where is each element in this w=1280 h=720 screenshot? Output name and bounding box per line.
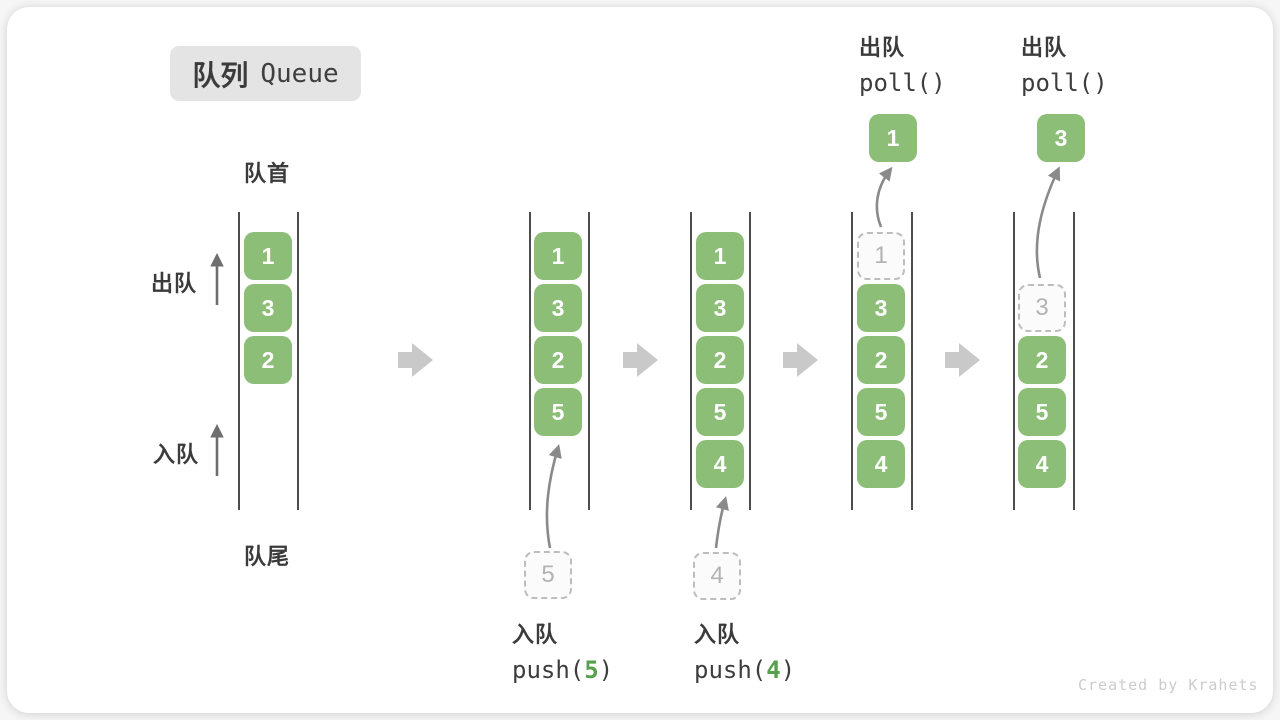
label-queue-front: 队首	[244, 161, 291, 186]
queue-cell: 2	[857, 336, 905, 384]
op-code: poll()	[1021, 69, 1108, 97]
pending-cell: 5	[524, 551, 572, 599]
queue-cell: 1	[534, 232, 582, 280]
pending-cell: 4	[693, 552, 741, 600]
label-queue-rear: 队尾	[244, 544, 291, 569]
code-post: )	[780, 656, 796, 684]
title-badge: 队列 Queue	[170, 46, 361, 101]
queue-cell: 3	[534, 284, 582, 332]
queue-cell: 4	[696, 440, 744, 488]
rail	[297, 212, 299, 510]
rail	[749, 212, 751, 510]
queue-cell: 1	[696, 232, 744, 280]
rail	[851, 212, 853, 510]
op-poll-2: 出队 poll()	[1021, 30, 1108, 97]
rail	[238, 212, 240, 510]
code-pre: push(	[694, 656, 767, 684]
op-label: 入队	[512, 622, 559, 647]
op-label: 出队	[1021, 35, 1068, 60]
rail	[690, 212, 692, 510]
code-arg: 4	[766, 656, 781, 684]
queue-cell: 4	[1018, 440, 1066, 488]
queue-cell: 1	[244, 232, 292, 280]
queue-cell: 4	[857, 440, 905, 488]
op-code: push(4)	[694, 656, 795, 684]
op-enqueue-4: 入队 push(4)	[694, 617, 795, 684]
polled-out-cell: 1	[869, 114, 917, 162]
queue-cell: 2	[1018, 336, 1066, 384]
op-poll-1: 出队 poll()	[859, 30, 946, 97]
polled-out-cell: 3	[1037, 114, 1085, 162]
label-dequeue: 出队	[151, 271, 198, 296]
rail	[911, 212, 913, 510]
label-enqueue: 入队	[153, 442, 200, 467]
rail	[529, 212, 531, 510]
queue-cell: 2	[244, 336, 292, 384]
queue-cell: 2	[534, 336, 582, 384]
rail	[1013, 212, 1015, 510]
queue-cell: 5	[857, 388, 905, 436]
op-label: 入队	[694, 622, 741, 647]
queue-cell: 3	[857, 284, 905, 332]
polled-ghost-cell: 1	[857, 232, 905, 280]
title-en: Queue	[260, 58, 339, 89]
op-label: 出队	[859, 35, 906, 60]
rail	[1073, 212, 1075, 510]
code-post: )	[598, 656, 614, 684]
queue-cell: 5	[1018, 388, 1066, 436]
watermark: Created by Krahets	[1078, 676, 1259, 694]
code-arg: 5	[584, 656, 599, 684]
op-code: push(5)	[512, 656, 613, 684]
queue-cell: 5	[534, 388, 582, 436]
queue-cell: 3	[696, 284, 744, 332]
rail	[588, 212, 590, 510]
queue-cell: 3	[244, 284, 292, 332]
diagram-card	[7, 7, 1273, 713]
op-enqueue-5: 入队 push(5)	[512, 617, 613, 684]
polled-ghost-cell: 3	[1018, 284, 1066, 332]
op-code: poll()	[859, 69, 946, 97]
title-zh: 队列	[192, 59, 249, 91]
queue-cell: 2	[696, 336, 744, 384]
queue-cell: 5	[696, 388, 744, 436]
code-pre: push(	[512, 656, 585, 684]
